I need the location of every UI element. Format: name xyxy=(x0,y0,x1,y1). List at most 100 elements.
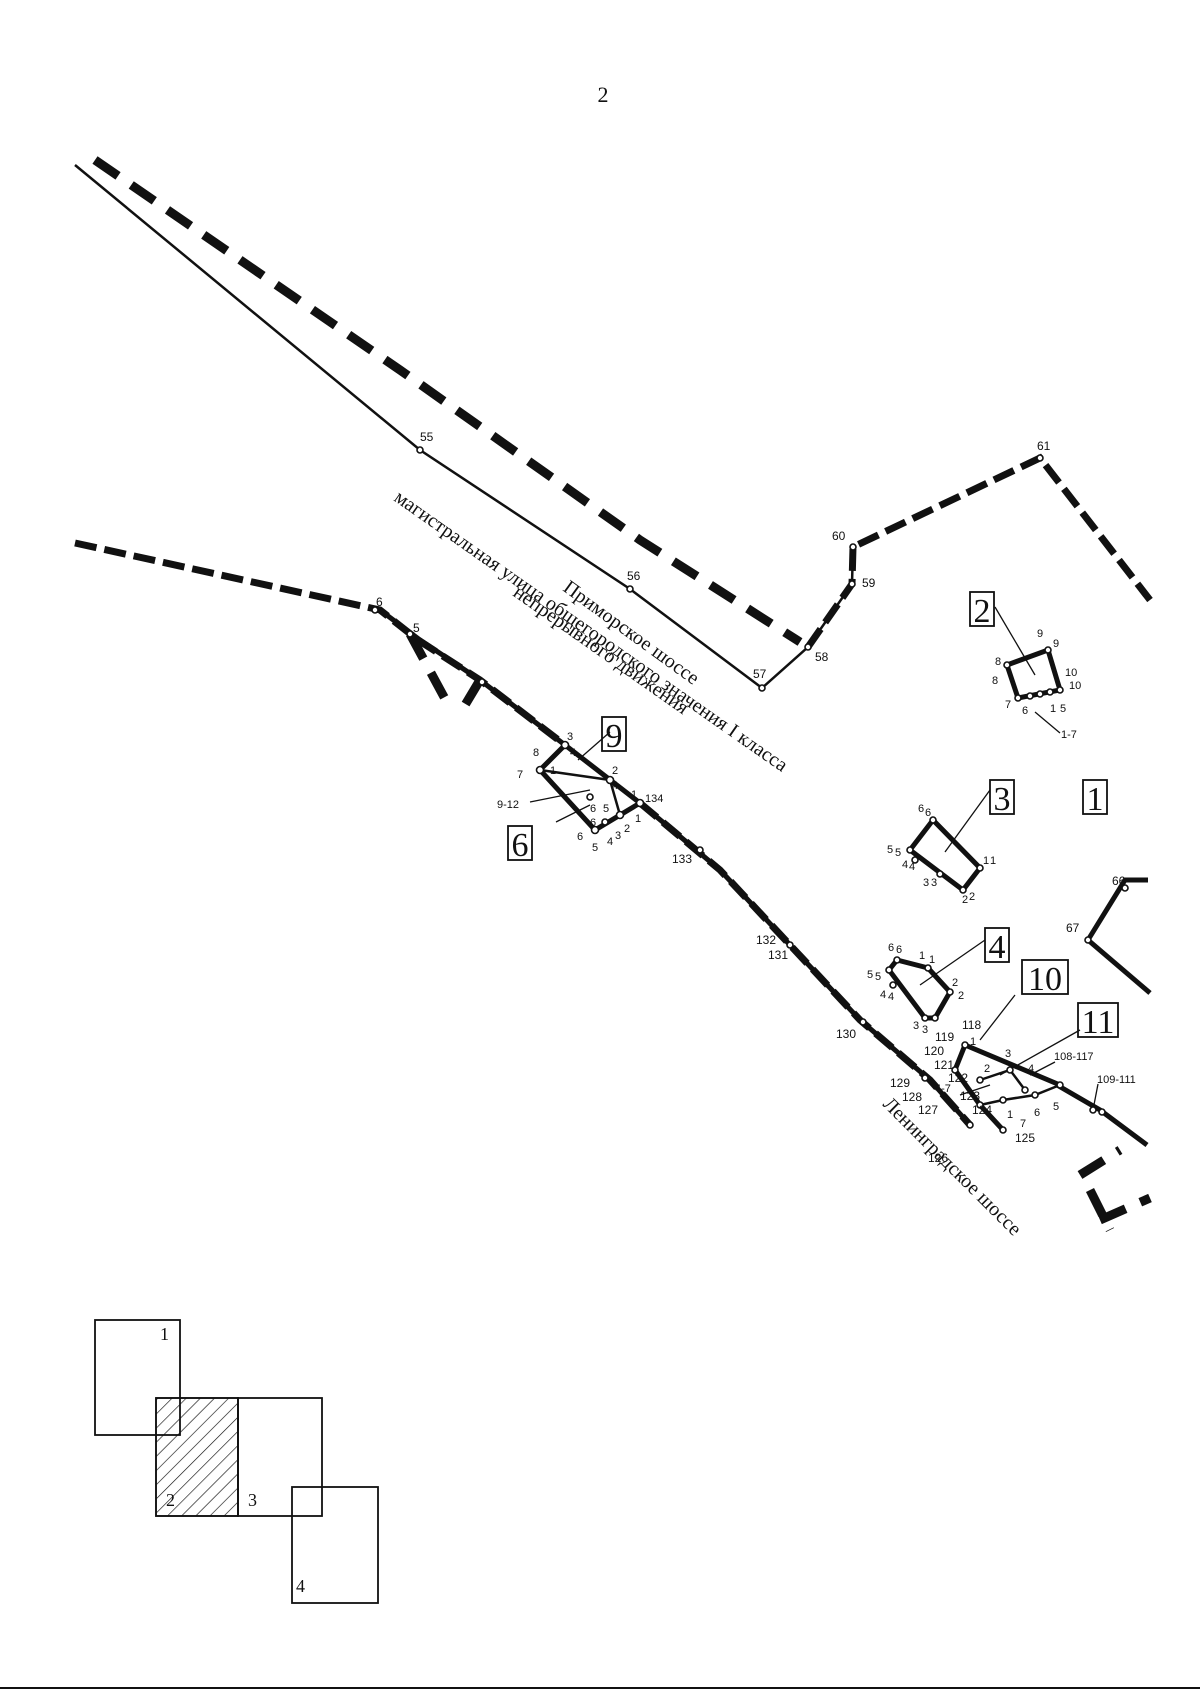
point-label: 1 xyxy=(550,765,556,777)
leader-9-12 xyxy=(529,789,591,803)
road-east-dash-1 xyxy=(1077,1146,1123,1179)
vertex xyxy=(976,1101,984,1109)
point-label: 134 xyxy=(645,793,663,805)
point-label: 60 xyxy=(832,529,846,543)
leader-10 xyxy=(979,994,1016,1041)
point-label: 59 xyxy=(862,576,876,590)
zone-label-3: 3 xyxy=(989,779,1015,818)
vertex xyxy=(848,580,856,588)
point-label: 3 xyxy=(615,830,621,842)
vertex xyxy=(906,846,914,854)
point-label: 66 xyxy=(1112,874,1126,888)
point-label: 4-7 xyxy=(935,1083,951,1095)
point-label: 5 xyxy=(592,842,598,854)
point-label: 61 xyxy=(1037,439,1051,453)
vertex xyxy=(976,864,984,872)
point-label: 1 xyxy=(929,954,935,966)
vertex xyxy=(1021,1086,1029,1094)
point-label: 7 xyxy=(1005,699,1011,711)
point-label: 58 xyxy=(815,650,829,664)
point-label: 4 xyxy=(607,836,613,848)
road-dash-east xyxy=(637,800,973,1128)
vertex xyxy=(478,678,486,686)
point-label: 2 xyxy=(969,891,975,903)
vertex xyxy=(601,818,609,826)
zone-box xyxy=(1077,1002,1119,1038)
point-label: 109-111 xyxy=(1097,1074,1136,1086)
parcel-4 xyxy=(885,939,986,1022)
street-leningradskoe: Ленинградское шоссе xyxy=(878,1093,1025,1240)
point-label: 2 xyxy=(612,765,618,777)
vertex xyxy=(1121,884,1129,892)
point-label: 10 xyxy=(1065,667,1077,679)
point-label: 6 xyxy=(925,807,931,819)
vertex xyxy=(889,981,897,989)
point-label: 4 xyxy=(570,747,576,759)
point-label: 1 xyxy=(1007,1109,1013,1121)
zone-number: 2 xyxy=(974,593,991,630)
point-label: 121 xyxy=(934,1058,954,1072)
vertex xyxy=(758,684,766,692)
index-sheet-4 xyxy=(291,1486,379,1604)
point-label: 2 xyxy=(958,990,964,1002)
vertex xyxy=(804,643,812,651)
point-label: 4 xyxy=(1028,1063,1034,1075)
point-label: 1 xyxy=(983,855,989,867)
point-label: 6 xyxy=(376,595,383,609)
road-spur-2 xyxy=(458,677,484,713)
point-label: 5 xyxy=(1060,703,1066,715)
leader-1-7 xyxy=(1034,711,1061,734)
point-label: 9 xyxy=(1053,638,1059,650)
parcel-3 xyxy=(906,789,991,894)
point-label: 5 xyxy=(413,621,420,635)
point-label: 2 xyxy=(984,1063,990,1075)
vertex xyxy=(893,956,901,964)
zone-box xyxy=(1021,959,1069,995)
point-label: 1 xyxy=(635,813,641,825)
point-label: 6 xyxy=(918,803,924,815)
vertex xyxy=(1098,1108,1106,1116)
road-spur-1 xyxy=(406,631,454,711)
vertex xyxy=(1014,694,1022,702)
point-label: 3 xyxy=(923,877,929,889)
point-label: 5 xyxy=(603,803,609,815)
vertex xyxy=(786,941,794,949)
point-label: 3 xyxy=(931,877,937,889)
point-label: 6 xyxy=(577,831,583,843)
index-label-1: 1 xyxy=(160,1324,169,1344)
point-label: 3 xyxy=(913,1020,919,1032)
zone-number: 6 xyxy=(512,827,529,864)
parcel-10-left xyxy=(952,1044,1005,1132)
zone-box xyxy=(601,716,627,752)
vertex xyxy=(1056,686,1064,694)
zone-label-9: 9 xyxy=(601,716,627,755)
leader-109-111 xyxy=(1092,1083,1099,1111)
point-label: 2 xyxy=(624,823,630,835)
leader-11 xyxy=(999,1029,1081,1076)
vertex xyxy=(911,856,919,864)
zone-number: 9 xyxy=(606,718,623,755)
vertex xyxy=(1084,936,1092,944)
leader-2 xyxy=(994,606,1036,676)
boundary-vertices xyxy=(371,446,1044,1129)
point-label: 108-117 xyxy=(1054,1051,1094,1063)
leader-108-117 xyxy=(1029,1061,1056,1076)
point-label: 6 xyxy=(1034,1107,1040,1119)
point-label: 5 xyxy=(887,844,893,856)
zone-label-10: 10 xyxy=(1021,959,1069,998)
vertex xyxy=(1046,688,1054,696)
vertex xyxy=(1003,661,1011,669)
point-label: 8 xyxy=(995,656,1001,668)
leader-4 xyxy=(919,939,986,986)
point-label: 4 xyxy=(888,991,894,1003)
point-label: 55 xyxy=(420,430,434,444)
parcel-1-edge-2 xyxy=(1086,938,1152,995)
parcel-boundary-north xyxy=(805,453,1153,650)
vertex xyxy=(961,1041,969,1049)
vertex xyxy=(929,816,937,824)
vertex xyxy=(936,870,944,878)
point-label: 1 xyxy=(631,789,637,801)
main-road xyxy=(74,539,1152,1233)
point-label: 4 xyxy=(909,861,915,873)
